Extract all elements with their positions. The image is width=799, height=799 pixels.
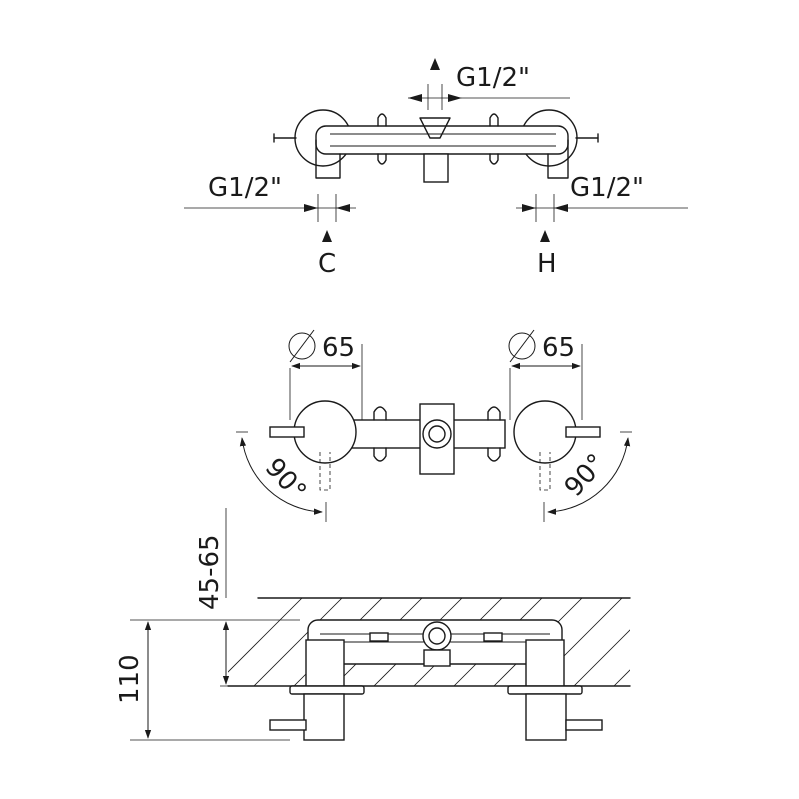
right-handle-side bbox=[525, 693, 567, 741]
cold-arrow-up bbox=[322, 230, 332, 242]
mixer-body-top bbox=[315, 125, 569, 155]
center-outlet bbox=[423, 153, 449, 183]
left-handle-lever bbox=[269, 426, 305, 438]
right-rotation-label: 90° bbox=[559, 448, 612, 502]
cold-marker: C bbox=[318, 249, 336, 279]
top-inlet-label: G1/2" bbox=[456, 63, 530, 93]
diameter-symbol bbox=[288, 332, 316, 360]
left-handle-side bbox=[303, 693, 345, 741]
right-diameter-label: 65 bbox=[542, 333, 575, 363]
section-view: 45-65 110 bbox=[115, 508, 631, 741]
right-handle-lever bbox=[565, 426, 601, 438]
total-height-label: 110 bbox=[115, 654, 145, 704]
left-rotation-label: 90° bbox=[259, 453, 312, 507]
hot-marker: H bbox=[537, 249, 557, 279]
dim-arrow bbox=[448, 94, 462, 102]
inlet-arrow-up bbox=[430, 58, 440, 70]
wall-depth-label: 45-65 bbox=[195, 534, 225, 610]
hot-inlet-label: G1/2" bbox=[570, 173, 644, 203]
cold-inlet-label: G1/2" bbox=[208, 173, 282, 203]
left-diameter-label: 65 bbox=[322, 333, 355, 363]
diameter-symbol bbox=[508, 332, 536, 360]
hot-arrow-up bbox=[540, 230, 550, 242]
dim-arrow bbox=[408, 94, 422, 102]
top-view: G1/2" G1/2" C bbox=[184, 58, 688, 279]
top-inlet-connector bbox=[419, 117, 451, 139]
front-view: 65 65 90° 90° bbox=[236, 329, 632, 522]
